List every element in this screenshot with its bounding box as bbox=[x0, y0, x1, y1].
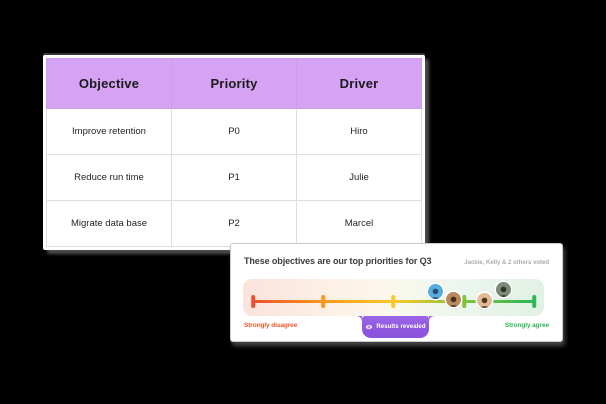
column-header-driver: Driver bbox=[296, 58, 422, 109]
priorities-table: Objective Priority Driver Improve retent… bbox=[46, 58, 422, 247]
voter-avatar-illustrated-blue[interactable] bbox=[428, 284, 443, 299]
survey-header: These objectives are our top priorities … bbox=[244, 256, 549, 266]
column-header-objective: Objective bbox=[46, 58, 172, 109]
scale-tick-1[interactable] bbox=[251, 294, 255, 308]
voters-summary: Jackie, Kelly & 2 others voted bbox=[464, 260, 549, 266]
cell-priority[interactable]: P1 bbox=[171, 154, 297, 201]
cell-objective[interactable]: Improve retention bbox=[46, 108, 172, 155]
priorities-table-card: Objective Priority Driver Improve retent… bbox=[43, 55, 425, 250]
eye-icon bbox=[365, 323, 373, 331]
scale-label-agree: Strongly agree bbox=[504, 322, 549, 329]
results-revealed-button[interactable]: Results revealed bbox=[357, 316, 434, 338]
table-row: Reduce run time P1 Julie bbox=[46, 154, 422, 201]
table-row: Migrate data base P2 Marcel bbox=[46, 200, 422, 247]
table-row: Improve retention P0 Hiro bbox=[46, 108, 422, 155]
voter-avatar-photo-2[interactable] bbox=[477, 293, 492, 308]
cell-priority[interactable]: P0 bbox=[171, 108, 297, 155]
cell-priority[interactable]: P2 bbox=[171, 200, 297, 247]
scale-tick-2[interactable] bbox=[321, 294, 325, 308]
voter-avatar-photo-1[interactable] bbox=[446, 292, 461, 307]
cell-driver[interactable]: Hiro bbox=[296, 108, 422, 155]
survey-card: These objectives are our top priorities … bbox=[230, 243, 563, 342]
agreement-scale-track[interactable] bbox=[243, 279, 544, 316]
scale-label-disagree: Strongly disagree bbox=[244, 322, 298, 329]
scale-tick-4[interactable] bbox=[462, 294, 466, 308]
cell-objective[interactable]: Migrate data base bbox=[46, 200, 172, 247]
column-header-priority: Priority bbox=[171, 58, 297, 109]
cell-driver[interactable]: Julie bbox=[296, 154, 422, 201]
cell-driver[interactable]: Marcel bbox=[296, 200, 422, 247]
reveal-button-label: Results revealed bbox=[376, 324, 426, 330]
survey-title: These objectives are our top priorities … bbox=[244, 256, 432, 266]
scale-tick-5[interactable] bbox=[532, 294, 536, 308]
cell-objective[interactable]: Reduce run time bbox=[46, 154, 172, 201]
scale-labels: Strongly disagree Strongly agree bbox=[244, 322, 549, 329]
voter-avatar-photo-3[interactable] bbox=[496, 282, 511, 297]
scale-tick-3[interactable] bbox=[391, 294, 395, 308]
table-header-row: Objective Priority Driver bbox=[46, 58, 422, 109]
